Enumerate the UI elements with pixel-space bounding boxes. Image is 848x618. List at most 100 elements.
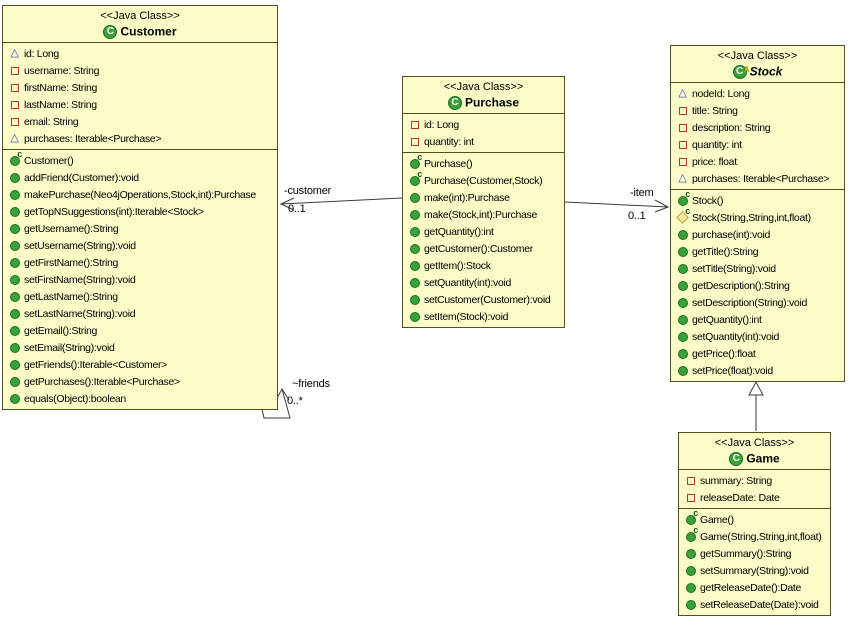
game-extends-stock-edge[interactable] [748,380,764,431]
class-icon [729,451,744,466]
method-row: getFriends():Iterable<Customer> [3,356,277,373]
public-method-icon [676,279,689,292]
class-name: Customer [120,24,177,39]
fields-section: nodeId: Long title: String description: … [671,83,844,189]
customer-friends-self-edge[interactable] [260,388,291,419]
class-game[interactable]: <<Java Class>> Game summary: String rele… [678,432,831,617]
class-stock[interactable]: <<Java Class>> Stock nodeId: Long title:… [670,45,845,383]
public-method-icon [8,324,21,337]
private-field-icon [8,64,21,77]
field-row: email: String [3,113,277,130]
method-row: getItem():Stock [403,257,564,274]
public-method-icon [8,307,21,320]
field-row: price: float [671,153,844,170]
constructor-icon [684,508,698,526]
package-field-icon [8,132,21,145]
class-header: <<Java Class>> Purchase [403,77,564,115]
public-method-icon [408,293,421,306]
method-row: setQuantity(int):void [671,328,844,345]
private-field-icon [676,121,689,134]
method-row: make(Stock,int):Purchase [403,206,564,223]
role-label-item: -item [630,187,654,199]
public-method-icon [408,276,421,289]
abstract-class-icon [732,61,750,79]
method-row: getFirstName():String [3,254,277,271]
public-method-icon [676,330,689,343]
public-method-icon [676,347,689,360]
field-row: username: String [3,62,277,79]
field-row: summary: String [679,472,830,489]
package-field-icon [676,87,689,100]
public-method-icon [408,242,421,255]
method-row: setDescription(String):void [671,294,844,311]
field-row: lastName: String [3,96,277,113]
public-method-icon [684,564,697,577]
class-header: <<Java Class>> Game [679,433,830,471]
protected-constructor-icon [676,206,690,224]
public-method-icon [8,273,21,286]
method-row: getPrice():float [671,345,844,362]
private-field-icon [8,115,21,128]
constructor-icon [408,169,422,187]
fields-section: id: Long quantity: int [403,114,564,152]
private-field-icon [676,138,689,151]
method-row: makePurchase(Neo4jOperations,Stock,int):… [3,186,277,203]
public-method-icon [408,310,421,323]
stereotype-label: <<Java Class>> [717,50,798,62]
public-method-icon [676,296,689,309]
class-icon [447,95,462,110]
method-row: addFriend(Customer):void [3,169,277,186]
package-field-icon [676,172,689,185]
method-row: setEmail(String):void [3,339,277,356]
method-row: getCustomer():Customer [403,240,564,257]
stereotype-label: <<Java Class>> [714,437,795,449]
private-field-icon [676,104,689,117]
class-name: Stock [749,64,783,79]
method-row: setSummary(String):void [679,562,830,579]
field-row: purchases: Iterable<Purchase> [3,130,277,147]
method-row: getReleaseDate():Date [679,579,830,596]
method-row: setPrice(float):void [671,362,844,379]
purchase-item-association-edge[interactable] [564,199,670,213]
role-label-friends: ~friends [292,378,330,390]
private-field-icon [8,98,21,111]
method-row: getUsername():String [3,220,277,237]
public-method-icon [8,375,21,388]
field-row: quantity: int [403,133,564,150]
public-method-icon [676,364,689,377]
multiplicity-label-item: 0..1 [628,210,646,222]
method-row: equals(Object):boolean [3,390,277,407]
class-purchase[interactable]: <<Java Class>> Purchase id: Long quantit… [402,76,565,329]
methods-section: Stock() Stock(String,String,int,float) p… [671,189,844,381]
method-row: getLastName():String [3,288,277,305]
role-label-customer: -customer [284,185,332,197]
public-method-icon [8,239,21,252]
method-row: getEmail():String [3,322,277,339]
method-row: getTopNSuggestions(int):Iterable<Stock> [3,203,277,220]
class-header: <<Java Class>> Stock [671,46,844,84]
method-row: setItem(Stock):void [403,308,564,325]
field-row: id: Long [3,45,277,62]
method-row: Game() [679,508,830,528]
class-name: Purchase [464,95,520,110]
multiplicity-label-friends: 0..* [287,395,303,407]
purchase-customer-association-edge[interactable] [279,197,403,211]
method-row: purchase(int):void [671,226,844,243]
public-method-icon [8,358,21,371]
fields-section: summary: String releaseDate: Date [679,470,830,508]
method-row: setUsername(String):void [3,237,277,254]
method-row: setCustomer(Customer):void [403,291,564,308]
public-method-icon [676,313,689,326]
methods-section: Purchase() Purchase(Customer,Stock) make… [403,152,564,327]
public-method-icon [684,581,697,594]
class-customer[interactable]: <<Java Class>> Customer id: Long usernam… [2,5,278,411]
private-field-icon [408,135,421,148]
public-method-icon [408,191,421,204]
method-row: getTitle():String [671,243,844,260]
methods-section: Game() Game(String,String,int,float) get… [679,508,830,615]
method-row: setLastName(String):void [3,305,277,322]
method-row: Game(String,String,int,float) [679,525,830,545]
method-row: Stock() [671,189,844,209]
public-method-icon [676,228,689,241]
